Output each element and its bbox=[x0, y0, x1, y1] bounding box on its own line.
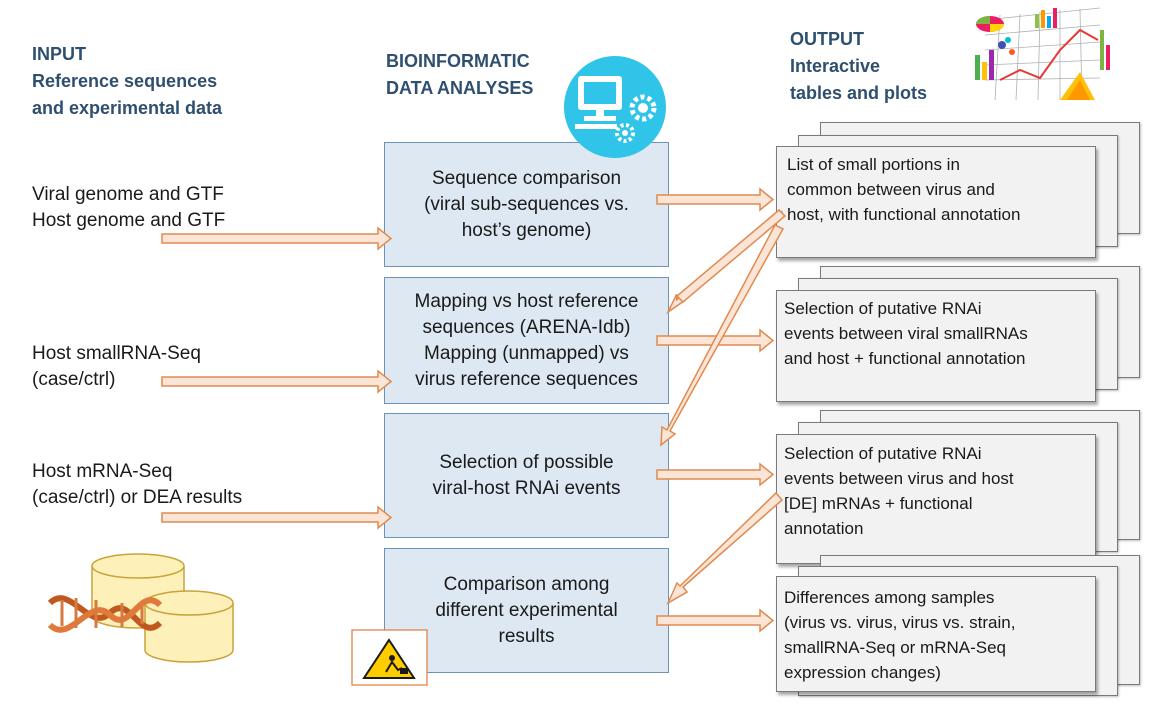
analyses-header-line: DATA ANALYSES bbox=[386, 78, 534, 98]
charts-collage-icon bbox=[975, 7, 1110, 101]
input-mrna-seq: Host mRNA-Seq (case/ctrl) or DEA results bbox=[32, 459, 242, 511]
analyses-header-line: BIOINFORMATIC bbox=[386, 51, 530, 71]
analysis-line: Mapping vs host reference bbox=[414, 290, 639, 312]
analysis-line: viral-host RNAi events bbox=[432, 477, 621, 499]
sheet-front bbox=[776, 290, 1096, 402]
arrow-feedback-to-comparison bbox=[666, 491, 784, 605]
output-line: smallRNA-Seq or mRNA-Seq bbox=[784, 638, 1006, 657]
input-smallrna-seq: Host smallRNA-Seq (case/ctrl) bbox=[32, 341, 201, 393]
sheet-front bbox=[776, 576, 1096, 692]
arrow-input-mrna bbox=[161, 505, 393, 530]
analyses-header: BIOINFORMATIC DATA ANALYSES bbox=[386, 48, 533, 102]
analysis-line: Comparison among bbox=[443, 573, 610, 595]
input-line: Host mRNA-Seq bbox=[32, 461, 173, 482]
arrow-to-output-3 bbox=[656, 462, 775, 487]
input-header-line: INPUT bbox=[32, 44, 86, 64]
output-text-3: Selection of putative RNAi events betwee… bbox=[784, 441, 1014, 541]
output-text-1: List of small portions in common between… bbox=[787, 152, 1020, 227]
analysis-line: virus reference sequences bbox=[415, 368, 638, 390]
output-text-2: Selection of putative RNAi events betwee… bbox=[784, 296, 1028, 371]
computer-gears-icon bbox=[564, 56, 666, 158]
output-header-line: OUTPUT bbox=[790, 29, 864, 49]
output-header-line: Interactive bbox=[790, 56, 881, 76]
output-line: host, with functional annotation bbox=[787, 205, 1021, 224]
analysis-box-sequence-comparison: Sequence comparison (viral sub-sequences… bbox=[384, 142, 669, 267]
under-construction-icon bbox=[351, 629, 428, 686]
output-header-line: tables and plots bbox=[790, 83, 928, 103]
output-line: [DE] mRNAs + functional bbox=[784, 494, 973, 513]
input-line: Viral genome and GTF bbox=[32, 184, 224, 205]
output-line: Selection of putative RNAi bbox=[784, 299, 982, 318]
arrow-input-smallrna bbox=[161, 369, 393, 394]
output-line: Selection of putative RNAi bbox=[784, 444, 982, 463]
arrow-feedback-to-selection bbox=[660, 224, 785, 447]
analysis-line: Mapping (unmapped) vs bbox=[424, 342, 629, 364]
arrow-feedback-to-mapping-body bbox=[675, 208, 787, 304]
analysis-line: (viral sub-sequences vs. bbox=[424, 193, 629, 215]
output-line: events between virus and host bbox=[784, 469, 1014, 488]
output-header: OUTPUT Interactive tables and plots bbox=[790, 26, 927, 107]
input-header: INPUT Reference sequences and experiment… bbox=[32, 41, 222, 122]
sheet-front bbox=[776, 146, 1096, 258]
input-line: (case/ctrl) bbox=[32, 369, 116, 390]
output-line: List of small portions in bbox=[787, 155, 960, 174]
arrow-to-output-4 bbox=[656, 608, 775, 633]
input-genomes: Viral genome and GTF Host genome and GTF bbox=[32, 182, 225, 234]
analysis-line: results bbox=[498, 625, 555, 647]
input-line: (case/ctrl) or DEA results bbox=[32, 487, 243, 508]
analysis-line: sequences (ARENA-Idb) bbox=[422, 316, 631, 338]
input-line: Host smallRNA-Seq bbox=[32, 343, 201, 364]
analysis-line: Selection of possible bbox=[439, 451, 614, 473]
sheet-front bbox=[776, 434, 1096, 564]
dna-database-icon bbox=[47, 553, 234, 663]
output-line: expression changes) bbox=[784, 663, 941, 682]
input-header-line: Reference sequences bbox=[32, 71, 218, 91]
analysis-box-rnai-selection: Selection of possible viral-host RNAi ev… bbox=[384, 413, 669, 538]
output-line: (virus vs. virus, virus vs. strain, bbox=[784, 613, 1016, 632]
output-line: annotation bbox=[784, 519, 864, 538]
analysis-line: host’s genome) bbox=[461, 219, 592, 241]
analysis-box-comparison: Comparison among different experimental … bbox=[384, 548, 669, 673]
arrow-input-genomes bbox=[161, 226, 393, 251]
input-header-line: and experimental data bbox=[32, 98, 223, 118]
input-line: Host genome and GTF bbox=[32, 210, 226, 231]
analysis-line: different experimental bbox=[435, 599, 618, 621]
arrow-to-output-1 bbox=[656, 187, 775, 212]
output-line: and host + functional annotation bbox=[784, 349, 1026, 368]
output-line: events between viral smallRNAs bbox=[784, 324, 1028, 343]
output-line: Differences among samples bbox=[784, 588, 995, 607]
output-line: common between virus and bbox=[787, 180, 995, 199]
output-text-4: Differences among samples (virus vs. vir… bbox=[784, 585, 1015, 685]
analysis-line: Sequence comparison bbox=[431, 167, 622, 189]
analysis-box-mapping: Mapping vs host reference sequences (ARE… bbox=[384, 277, 669, 404]
